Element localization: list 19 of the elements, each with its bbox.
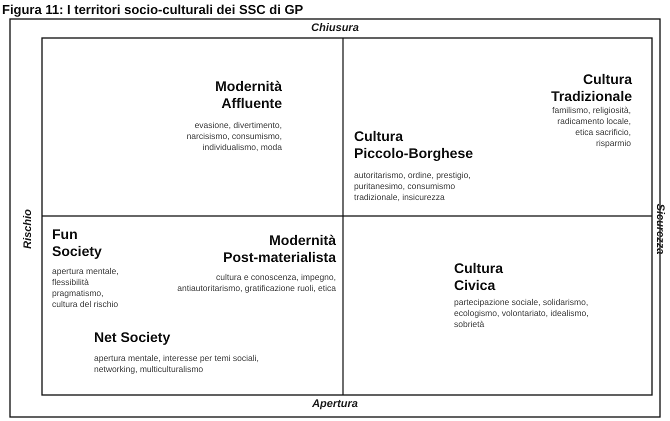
cluster-description: evasione, divertimento, narcisismo, consumismo, individualismo, moda [186, 120, 282, 153]
axis-label: Apertura [311, 398, 359, 410]
cluster-description: apertura mentale, flessibilità pragmatismo, cultura del rischio [52, 266, 120, 310]
axis-label: Sicurezza [654, 202, 666, 256]
cluster-description: cultura e conoscenza, impegno, antiautoritarismo, gratificazione ruoli, etica [176, 272, 336, 294]
cluster-heading: Fun Society [52, 226, 103, 260]
figure-title: Figura 11: I territori socio-culturali dei SSC di GP [2, 2, 304, 17]
cluster-heading: Modernità Affluente [214, 78, 282, 112]
cluster-description: autoritarismo, ordine, prestigio, puritanesimo, consumismo tradizionale, insicurezza [354, 170, 472, 203]
cluster-heading: Cultura Civica [454, 260, 504, 294]
cluster-description: familismo, religiosità, radicamento locale, etica sacrificio, risparmio [551, 105, 631, 149]
cluster-heading: Cultura Piccolo-Borghese [354, 128, 474, 162]
cluster-heading: Modernità Post-materialista [222, 232, 336, 266]
axis-label: Rischio [22, 208, 34, 251]
cluster-heading: Cultura Tradizionale [550, 71, 632, 105]
cluster-description: partecipazione sociale, solidarismo, ecologismo, volontariato, idealismo, sobrietà [454, 297, 590, 330]
cluster-heading: Net Society [94, 329, 172, 346]
axis-label: Chiusura [310, 22, 360, 34]
cluster-description: apertura mentale, interesse per temi sociali, networking, multiculturalismo [94, 353, 260, 375]
